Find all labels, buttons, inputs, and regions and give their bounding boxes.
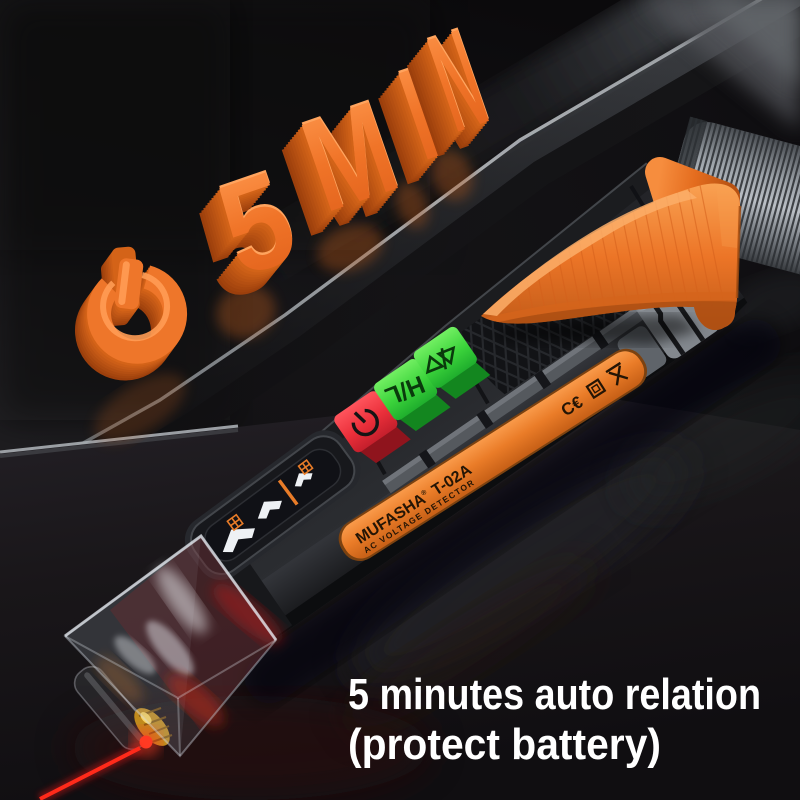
svg-text:®: ® [420,488,429,498]
svg-text:(protect battery): (protect battery) [348,720,661,769]
svg-text:5 minutes auto relation: 5 minutes auto relation [348,670,761,719]
